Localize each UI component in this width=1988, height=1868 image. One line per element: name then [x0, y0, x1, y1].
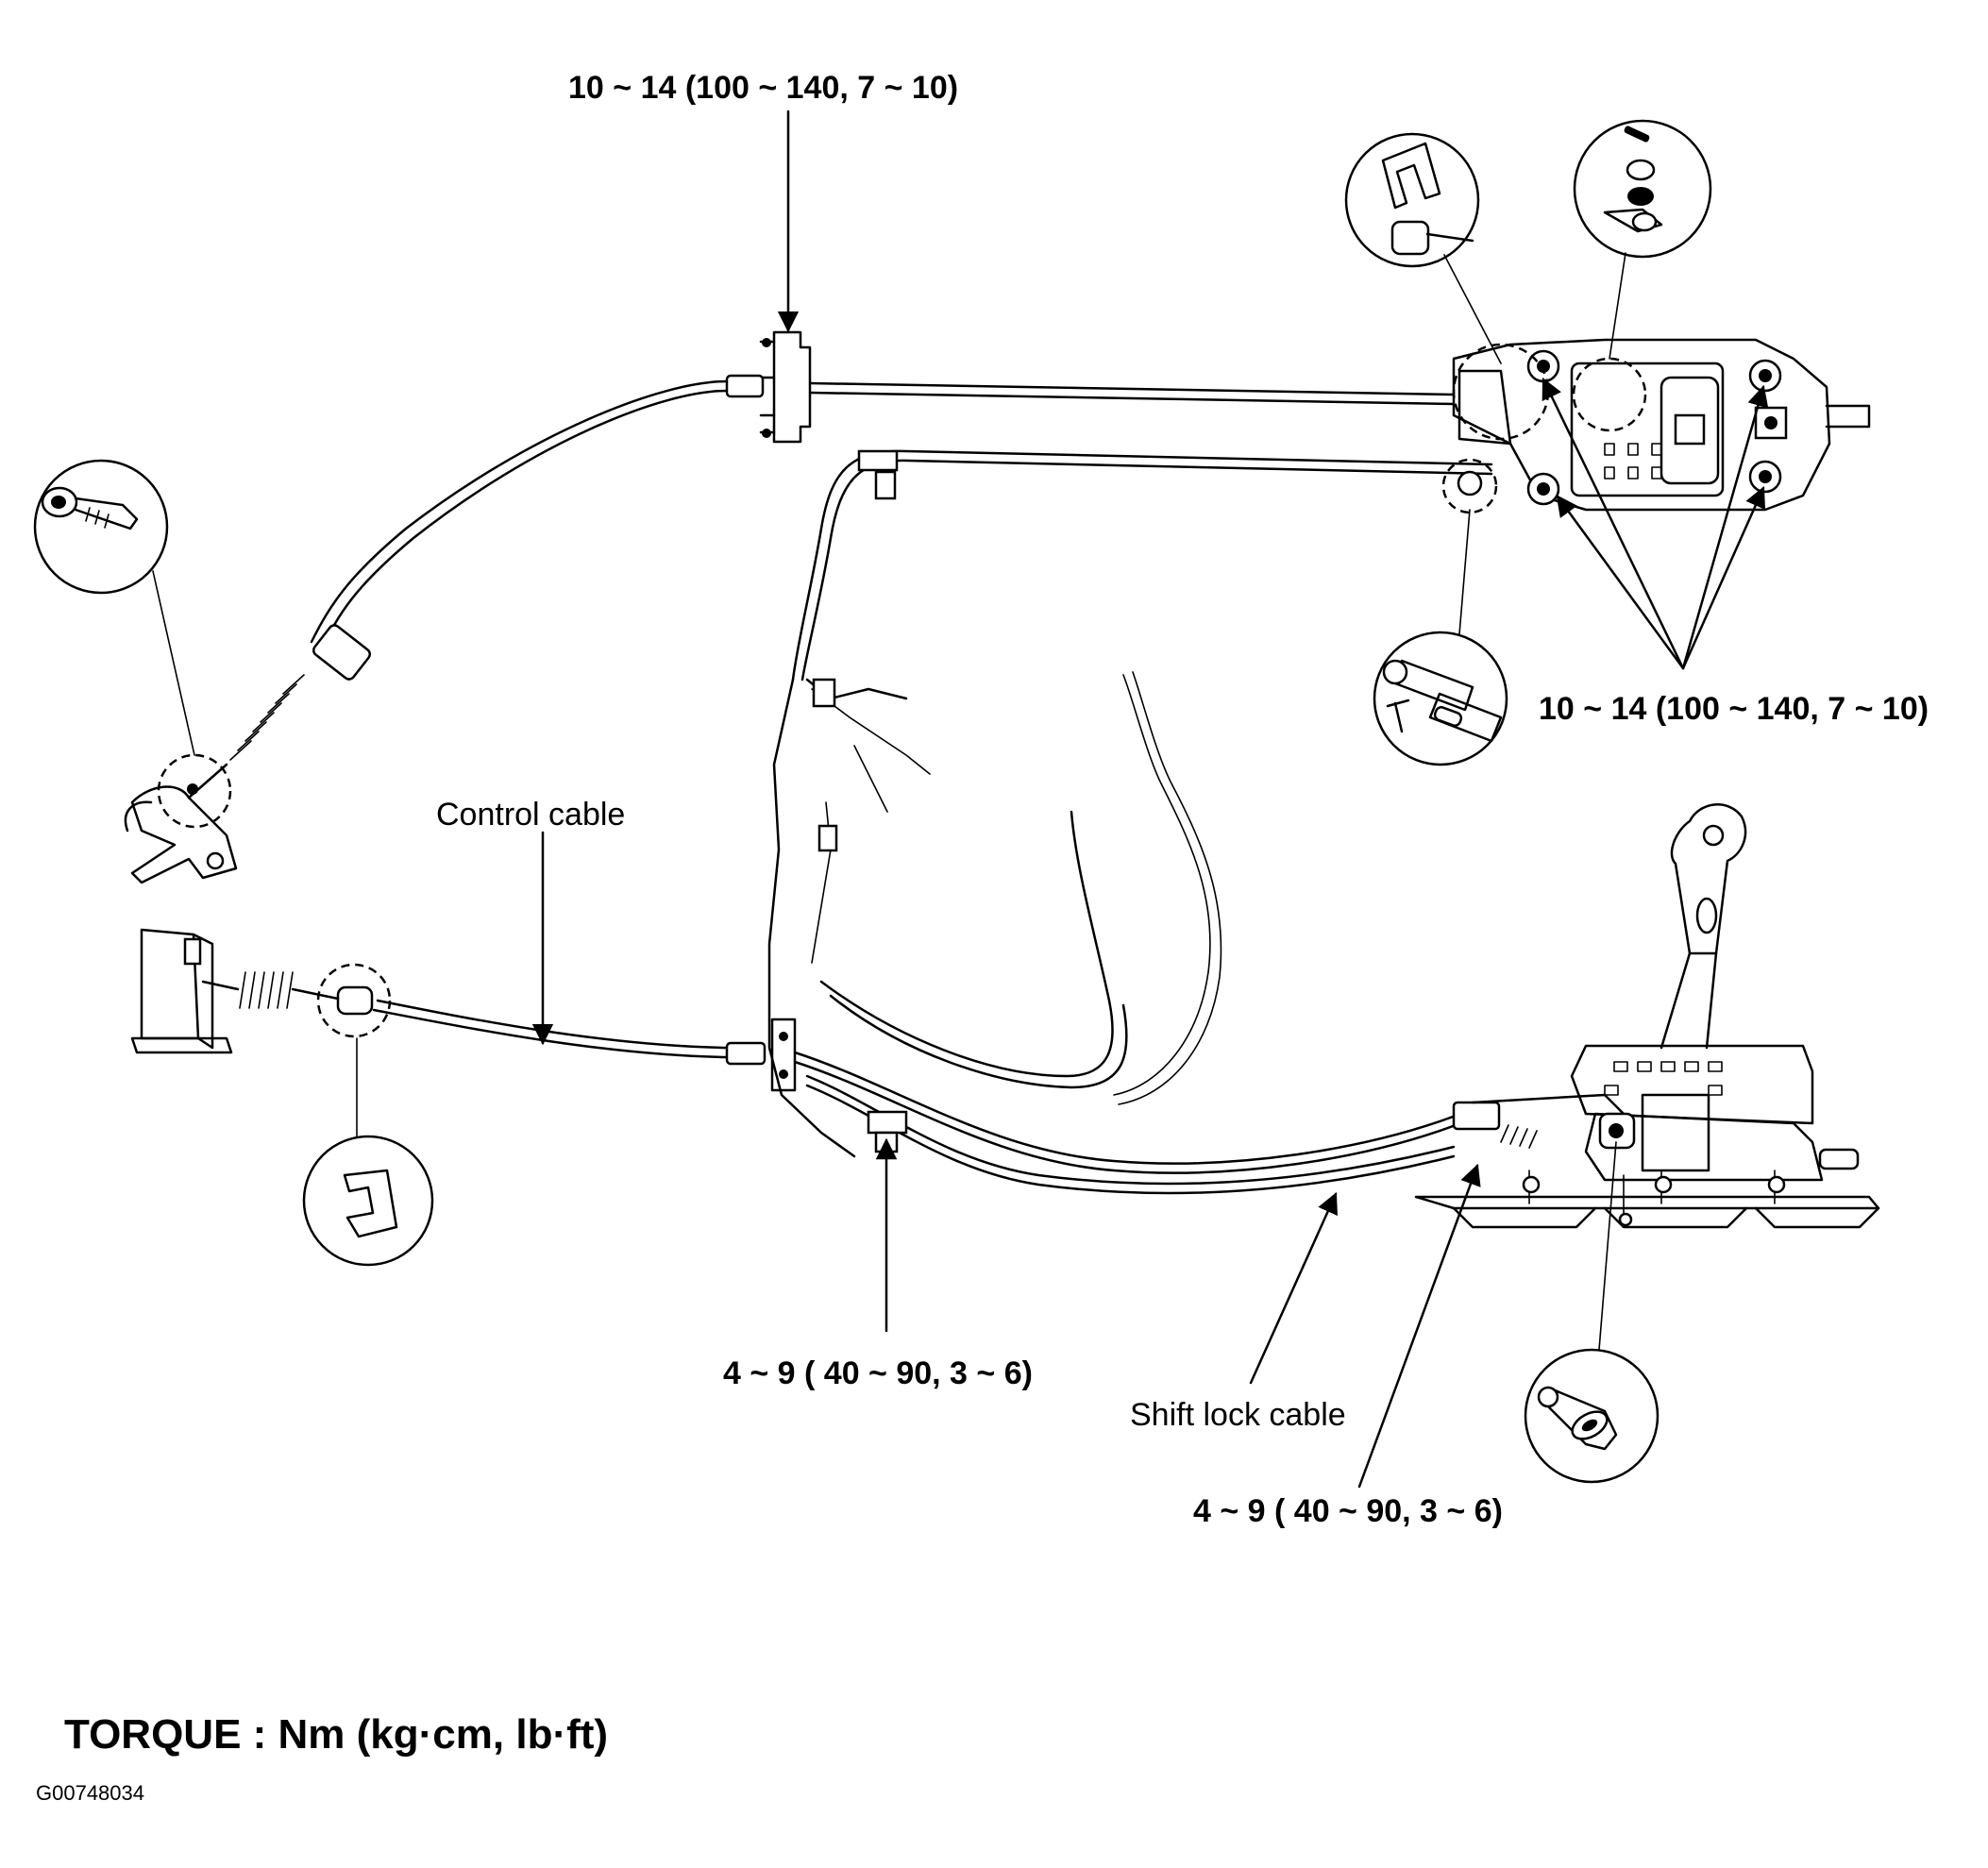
- control-cable-lower: [130, 928, 797, 1092]
- torque-units-legend: TORQUE : Nm (kg·cm, lb·ft): [64, 1711, 608, 1758]
- shifter-assembly-upper: [1452, 338, 1871, 512]
- torque-label-bottom-right: 4 ~ 9 ( 40 ~ 90, 3 ~ 6): [1193, 1493, 1503, 1529]
- washer-stack-detail-icon: [1573, 119, 1712, 360]
- shift-lock-cable-upper: [791, 449, 1498, 682]
- control-cable-label: Control cable: [436, 797, 625, 833]
- torque-label-right: 10 ~ 14 (100 ~ 140, 7 ~ 10): [1539, 691, 1929, 727]
- torque-label-top-center: 10 ~ 14 (100 ~ 140, 7 ~ 10): [568, 70, 958, 106]
- shifter-lever-assembly: [1414, 803, 1880, 1229]
- torque-label-bottom-center: 4 ~ 9 ( 40 ~ 90, 3 ~ 6): [723, 1355, 1033, 1391]
- bolt-detail-icon: [33, 459, 195, 756]
- figure-code: G00748034: [36, 1781, 144, 1805]
- firewall-channel: [767, 671, 1222, 1158]
- bushing-detail-icon: [302, 1037, 434, 1267]
- leader-lines: [531, 109, 1769, 1489]
- lower-cables: [793, 1051, 1538, 1195]
- pin-detail-icon: [1373, 509, 1508, 766]
- eyelet-detail-icon: [1524, 1141, 1659, 1484]
- clip-detail-icon: [1344, 132, 1502, 364]
- control-cable-upper: [124, 379, 729, 884]
- shift-lock-cable-label: Shift lock cable: [1130, 1397, 1346, 1433]
- bracket-upper: [725, 330, 1456, 444]
